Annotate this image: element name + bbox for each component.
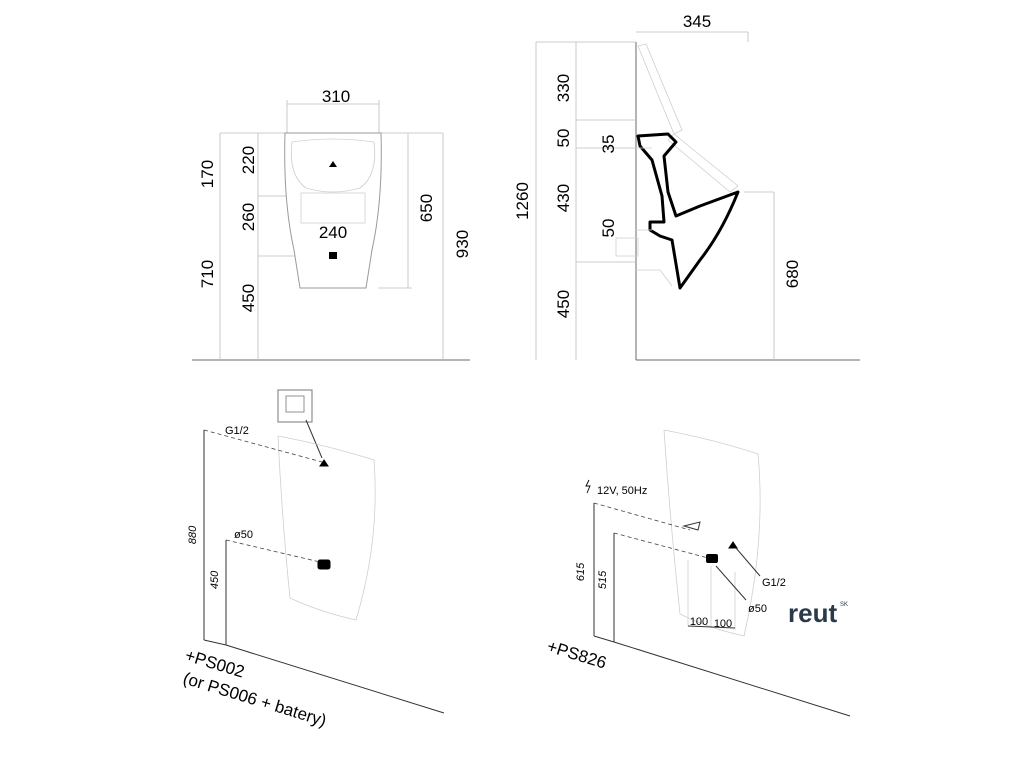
inlet-leader-right [735, 547, 761, 577]
lightning-icon [585, 479, 591, 494]
flush-plate-leader [305, 419, 323, 459]
flush-plate-inner [285, 395, 305, 413]
floor-line-right [613, 641, 851, 717]
sensor-triangle-icon [329, 161, 337, 167]
sensor-triangle-icon [319, 459, 329, 467]
side-frame-foot [636, 269, 673, 287]
inlet-label-right: G1/2 [762, 577, 786, 589]
side-rim-label: 680 [783, 260, 802, 288]
drain-square-icon [329, 252, 337, 259]
height-inner-label-right: 515 [597, 570, 609, 589]
accessory-left-line2: (or PS006 + batery) [181, 669, 329, 731]
floor-link [203, 639, 227, 646]
floor-line-left [225, 644, 445, 714]
drain-dashed-line-right [613, 532, 709, 559]
floor-link-right [593, 635, 615, 643]
spacing-left-label: 100 [690, 616, 708, 628]
drain-leader-right [715, 565, 747, 601]
side-inlet-dim-1: 35 [599, 135, 618, 154]
sensor-triangle-icon [728, 541, 738, 549]
install-left-view: G1/2 ø50 880 450 +PS002 (or PS006 + bate… [181, 389, 445, 731]
drain-dashed-line [225, 539, 321, 563]
drain-square-icon [317, 559, 331, 570]
spacing-dimline [687, 625, 736, 629]
side-lid-lower [667, 133, 739, 193]
brand-logo: reut SK [788, 598, 848, 628]
power-label: 12V, 50Hz [597, 485, 647, 497]
side-stack-dim-1: 330 [554, 74, 573, 102]
brand-superscript: SK [840, 602, 848, 608]
height-outer-label: 880 [187, 525, 199, 544]
front-inner-dim-3: 450 [239, 284, 258, 312]
side-frame-box [615, 237, 639, 257]
side-lid [637, 43, 683, 135]
brand-name: reut [788, 598, 837, 628]
front-right-dim-2: 930 [453, 230, 472, 258]
urinal-front-inner-panel [300, 192, 366, 224]
inlet-dashed-line [203, 429, 323, 463]
urinal-iso-right [663, 429, 761, 637]
urinal-front-bowl [290, 138, 376, 193]
install-right-view: 12V, 50Hz G1/2 ø50 615 515 100 100 +PS82… [545, 429, 851, 717]
drain-square-icon [706, 554, 718, 563]
front-view: 310 240 170 710 220 260 450 650 930 [192, 87, 472, 361]
front-right-dim-1: 650 [417, 194, 436, 222]
drain-label-right: ø50 [748, 603, 767, 615]
front-left-dim-2: 710 [198, 260, 217, 288]
urinal-side-profile [636, 132, 740, 290]
front-width-label: 310 [322, 87, 350, 106]
power-connector [682, 521, 701, 531]
front-inner-dim-1: 220 [239, 146, 258, 174]
urinal-front-body [284, 132, 382, 289]
side-depth-label: 345 [683, 12, 711, 31]
front-inner-dim-2: 260 [239, 203, 258, 231]
drain-label: ø50 [234, 529, 253, 541]
side-stack-dim-3: 430 [554, 184, 573, 212]
side-view: 345 1260 330 50 430 450 35 50 680 [513, 12, 860, 361]
power-dashed-line [593, 502, 691, 531]
accessory-right-line1: +PS826 [545, 637, 609, 673]
height-inner-label: 450 [209, 570, 221, 589]
inlet-label: G1/2 [225, 425, 249, 437]
side-inlet-dim-2: 50 [599, 219, 618, 238]
side-total-height-label: 1260 [513, 182, 532, 220]
side-stack-dim-2: 50 [554, 129, 573, 148]
front-left-dim-1: 170 [198, 160, 217, 188]
side-stack-dim-4: 450 [554, 290, 573, 318]
spacing-right-label: 100 [714, 618, 732, 630]
urinal-iso-left [277, 435, 376, 621]
height-outer-label-right: 615 [575, 562, 587, 581]
front-center-label: 240 [319, 223, 347, 242]
